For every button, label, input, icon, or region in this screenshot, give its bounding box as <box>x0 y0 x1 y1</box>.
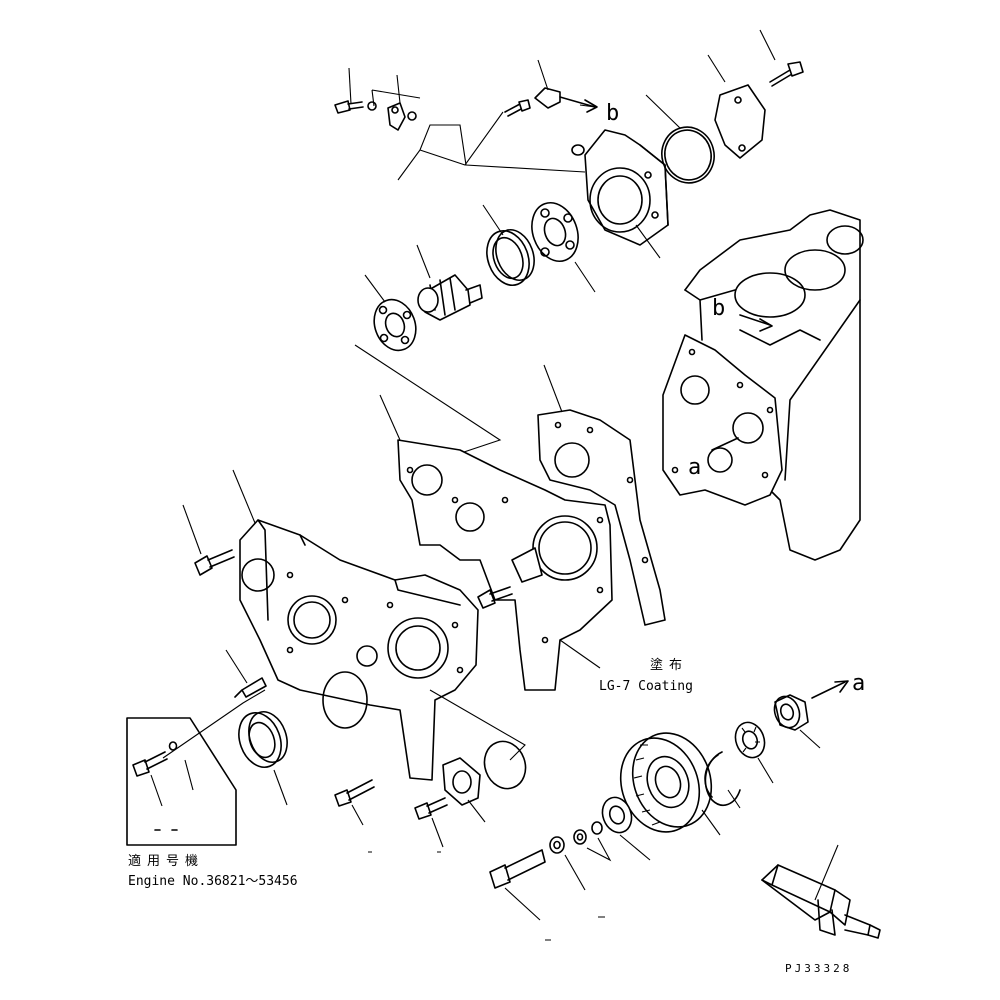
arrow-a-right <box>811 680 849 699</box>
view-mark-b-top: b <box>606 101 619 126</box>
small-bolt-pipe <box>504 99 531 117</box>
elbow-fitting <box>534 87 598 113</box>
ring-spacer <box>486 229 535 286</box>
idler-shaft <box>773 694 809 731</box>
arrow-a-block <box>711 437 739 451</box>
bolt-cover-left <box>194 549 235 576</box>
cover-plate-top <box>714 84 766 159</box>
bolt-cover-middle <box>477 586 513 609</box>
view-mark-a-block: a <box>688 455 701 480</box>
engine-serial-label: Engine No.36821～53456 <box>128 874 298 889</box>
block-front-plate <box>662 334 783 506</box>
oil-seal <box>238 711 288 768</box>
figure-code: PJ33328 <box>785 962 852 975</box>
bearing-small-left <box>373 298 417 352</box>
bearing-large <box>531 202 579 262</box>
applicability-frame <box>126 717 237 846</box>
bolt-clip-group <box>334 100 417 131</box>
idler-bolt <box>489 849 546 889</box>
coating-jp-label: 塗布 <box>650 657 688 673</box>
o-ring-top <box>661 126 715 184</box>
bolt-lower-2 <box>414 797 448 820</box>
needle-bearing-right <box>734 721 766 759</box>
thrust-washers <box>549 821 603 854</box>
leader-lines <box>150 29 839 921</box>
coating-label: LG-7 Coating <box>599 679 693 694</box>
bolt-cover <box>769 61 804 87</box>
dowel-pin <box>234 677 267 698</box>
bolt-oil-seal <box>132 741 178 777</box>
view-mark-b-block: b <box>712 296 725 321</box>
snap-ring <box>704 751 741 806</box>
applicability-jp-label: 適用号機 <box>128 853 204 869</box>
needle-bearing-lower <box>601 796 633 834</box>
view-mark-a-right: a <box>852 671 865 696</box>
idler-gear <box>619 732 713 833</box>
bolt-lower-1 <box>334 779 375 807</box>
arrow-b-block <box>739 314 773 332</box>
drive-gear-shaft <box>417 274 483 321</box>
installation-tool <box>761 864 881 939</box>
gear-front-cover <box>239 519 479 781</box>
dash-marks <box>368 851 605 941</box>
pump-drive-housing <box>571 129 669 246</box>
small-cover-plate <box>442 757 481 806</box>
cylinder-block <box>684 209 864 561</box>
gasket-small <box>537 409 666 626</box>
gasket-large <box>397 439 613 691</box>
small-gasket-circle <box>483 740 527 790</box>
